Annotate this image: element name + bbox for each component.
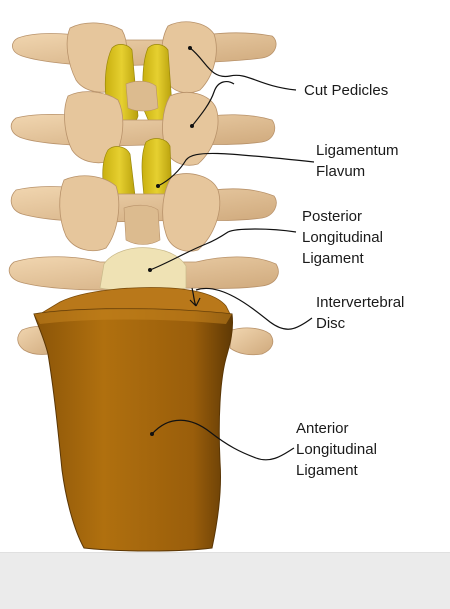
spine-anatomy-figure: Cut Pedicles Ligamentum Flavum Posterior…	[8, 21, 405, 552]
label-intervertebral-disc: Intervertebral Disc	[316, 294, 405, 332]
bottom-band	[0, 552, 450, 609]
leader-lines	[149, 47, 315, 461]
leader-posterior-ligament	[149, 228, 297, 271]
leader-ligamentum-flavum	[157, 152, 315, 187]
leader-dots	[148, 46, 194, 436]
leader-intervertebral-disc	[189, 287, 201, 307]
label-ligamentum-flavum: Ligamentum Flavum	[316, 142, 399, 180]
third-lamina-left	[59, 175, 120, 252]
vertebral-body	[33, 308, 233, 552]
label-cut-pedicles: Cut Pedicles	[304, 82, 389, 99]
posterior-longitudinal-ligament	[99, 247, 187, 292]
label-posterior-longitudinal-ligament: Posterior Longitudinal Ligament	[302, 208, 383, 267]
third-lamina-right	[162, 173, 221, 252]
second-lamina-right	[162, 92, 219, 166]
second-vertebra	[10, 80, 276, 166]
third-vertebra	[10, 173, 277, 252]
second-spinous-process	[125, 80, 159, 112]
label-anterior-longitudinal-ligament: Anterior Longitudinal Ligament	[296, 420, 377, 479]
second-transverse-process	[10, 113, 276, 147]
leader-cut-pedicles	[189, 47, 297, 91]
third-spinous-process	[123, 204, 161, 245]
leader-anterior-ligament	[151, 419, 295, 461]
